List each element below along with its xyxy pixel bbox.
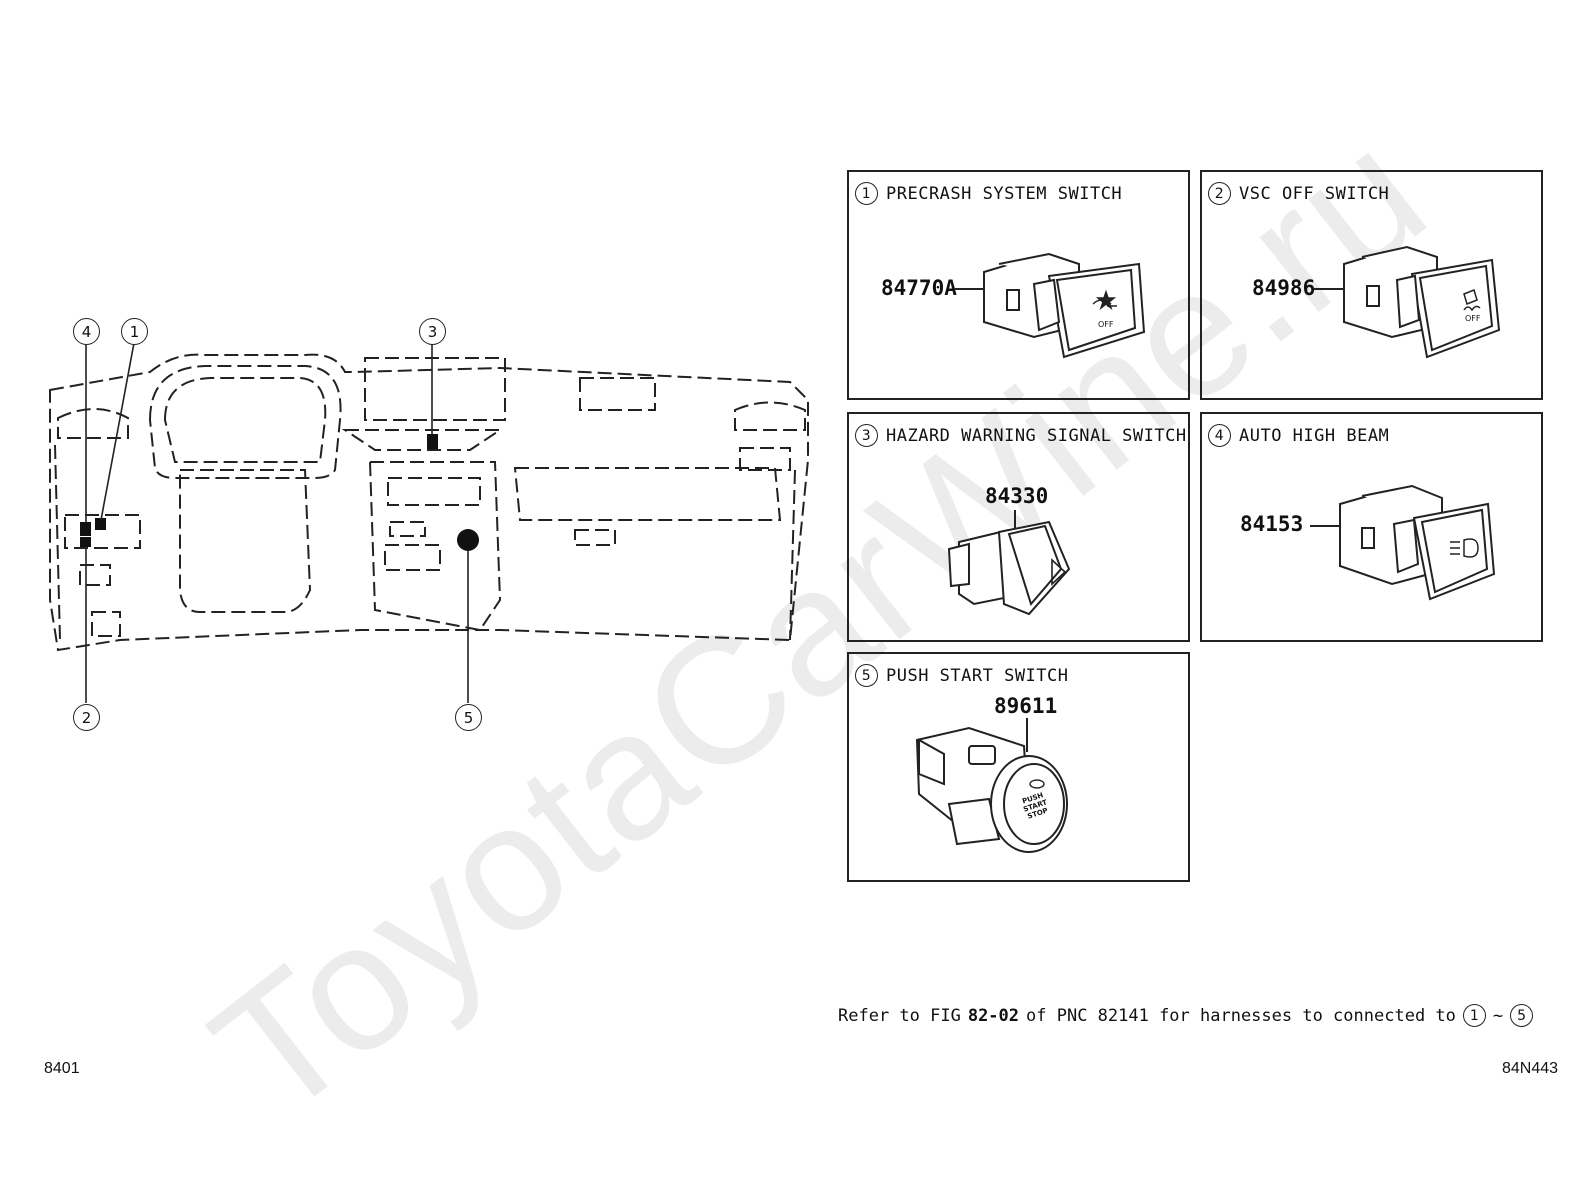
push-start-switch-drawing — [915, 718, 1068, 853]
off-label: OFF — [1465, 314, 1481, 323]
part-number: 89611 — [994, 694, 1058, 718]
part-number: 84330 — [985, 484, 1049, 508]
part-number: 84153 — [1240, 512, 1304, 536]
page-code-left: 8401 — [44, 1060, 80, 1077]
panel-title: PUSH START SWITCH — [886, 665, 1069, 686]
footnote-mid: of PNC 82141 for harnesses to connected … — [1026, 1005, 1456, 1026]
footnote-to: 5 — [1510, 1004, 1534, 1027]
harness-reference-note: Refer to FIG 82-02 of PNC 82141 for harn… — [838, 1004, 1534, 1027]
panel-vsc-off-switch: 2 VSC OFF SWITCH 84986 OFF — [1200, 170, 1543, 400]
callout-3: 3 — [419, 318, 446, 345]
part-number: 84770A — [881, 276, 957, 300]
panel-header: 2 VSC OFF SWITCH — [1208, 182, 1389, 205]
callout-1: 1 — [121, 318, 148, 345]
callout-2: 2 — [73, 704, 100, 731]
callout-5: 5 — [455, 704, 482, 731]
precrash-switch-drawing — [954, 252, 1146, 359]
panel-number: 3 — [855, 424, 878, 447]
panel-title: VSC OFF SWITCH — [1239, 183, 1390, 204]
panel-header: 5 PUSH START SWITCH — [855, 664, 1069, 687]
panel-precrash-system-switch: 1 PRECRASH SYSTEM SWITCH 84770A OFF — [847, 170, 1190, 400]
part-number: 84986 — [1252, 276, 1316, 300]
vsc-off-switch-drawing — [1314, 245, 1501, 359]
footnote-sep: ~ — [1492, 1005, 1504, 1026]
footnote-from: 1 — [1462, 1004, 1486, 1027]
panel-number: 4 — [1208, 424, 1231, 447]
dashboard-illustration — [49, 342, 809, 703]
panel-header: 4 AUTO HIGH BEAM — [1208, 424, 1389, 447]
panel-title: HAZARD WARNING SIGNAL SWITCH — [886, 425, 1187, 446]
hazard-switch-drawing — [947, 510, 1071, 616]
panel-title: AUTO HIGH BEAM — [1239, 425, 1390, 446]
panel-header: 3 HAZARD WARNING SIGNAL SWITCH — [855, 424, 1187, 447]
callout-4: 4 — [73, 318, 100, 345]
panel-header: 1 PRECRASH SYSTEM SWITCH — [855, 182, 1122, 205]
footnote-fig: 82-02 — [967, 1005, 1020, 1026]
page-code-right: 84N443 — [1502, 1060, 1559, 1077]
panel-auto-high-beam: 4 AUTO HIGH BEAM 84153 — [1200, 412, 1543, 642]
off-label: OFF — [1098, 320, 1114, 329]
panel-push-start-switch: 5 PUSH START SWITCH 89611 PUSH START STO… — [847, 652, 1190, 882]
panel-number: 5 — [855, 664, 878, 687]
auto-high-beam-switch-drawing — [1310, 484, 1496, 601]
footnote-prefix: Refer to FIG — [838, 1005, 961, 1026]
panel-title: PRECRASH SYSTEM SWITCH — [886, 183, 1123, 204]
panel-number: 2 — [1208, 182, 1231, 205]
panel-hazard-warning-signal-switch: 3 HAZARD WARNING SIGNAL SWITCH 84330 — [847, 412, 1190, 642]
panel-number: 1 — [855, 182, 878, 205]
